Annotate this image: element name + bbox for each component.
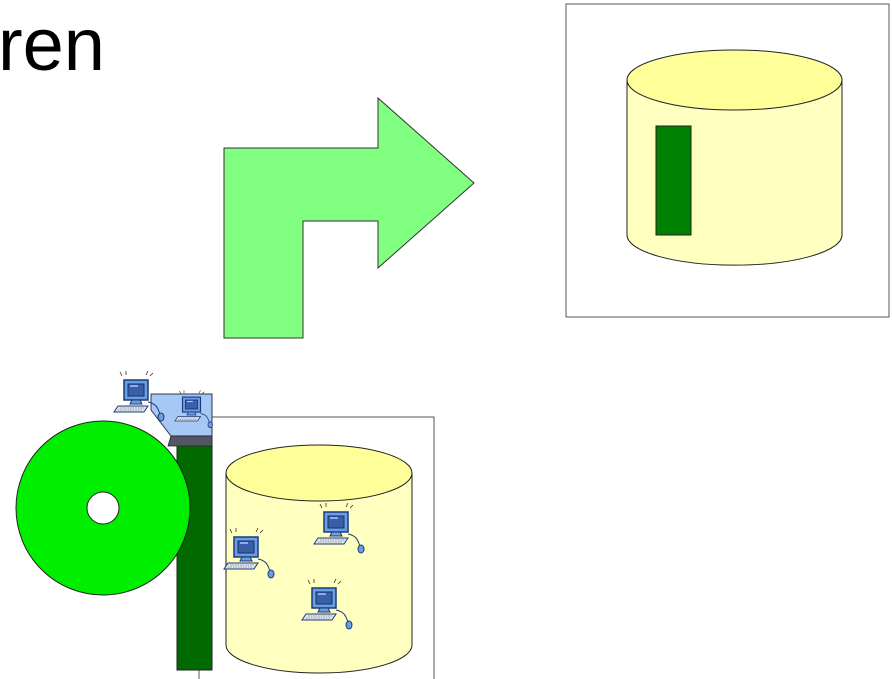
slide-title: ren [0, 3, 105, 86]
storage-block [655, 125, 692, 236]
database-frame [565, 3, 890, 318]
disc-icon [15, 420, 191, 596]
turn-arrow-icon [223, 96, 475, 339]
